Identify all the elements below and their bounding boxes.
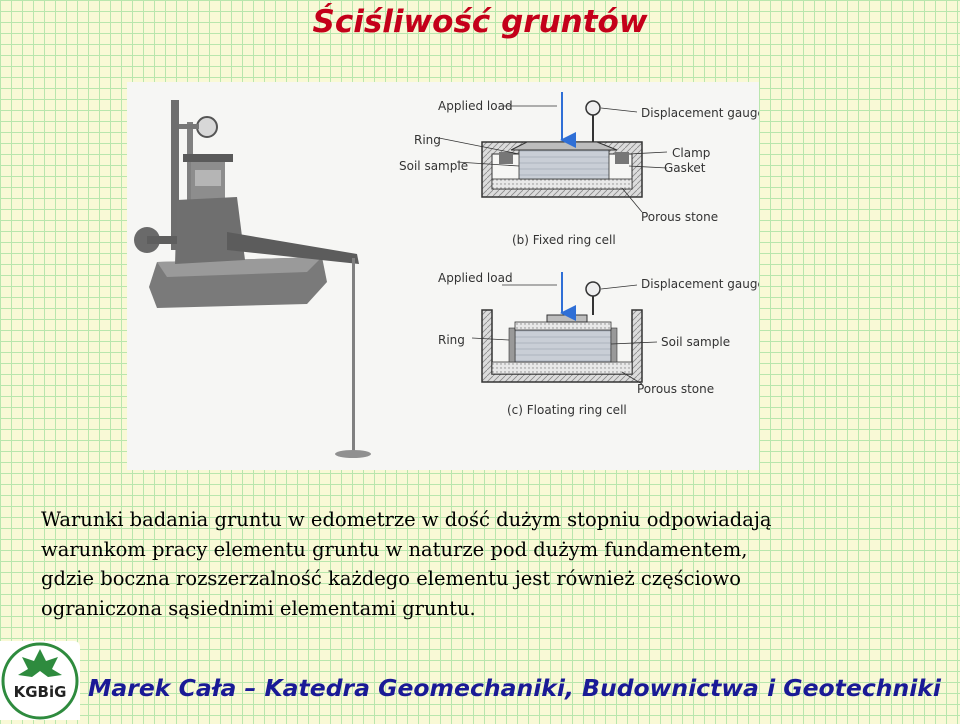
floating-ring-caption: (c) Floating ring cell: [507, 403, 627, 417]
oedometer-photo: [134, 100, 371, 458]
floating-displacement-gauge-label: Displacement gauge: [641, 277, 759, 291]
floating-porous-stone-label: Porous stone: [637, 382, 714, 396]
floating-applied-load-label: Applied load: [438, 271, 513, 285]
fixed-ring-cell-diagram: Applied load Displacement gauge Ring Cla…: [399, 92, 759, 247]
body-paragraph: Warunki badania gruntu w edometrze w doś…: [41, 505, 921, 623]
body-line: ograniczona sąsiednimi elementami gruntu…: [41, 596, 476, 620]
fixed-ring-label: Ring: [414, 133, 441, 147]
oedometer-illustration: Applied load Displacement gauge Ring Cla…: [134, 92, 759, 458]
floating-ring-cell-diagram: Applied load Displacement gauge Ring Soi…: [438, 271, 759, 417]
fixed-ring-caption: (b) Fixed ring cell: [512, 233, 616, 247]
footer-author: Marek Cała – Katedra Geomechaniki, Budow…: [88, 674, 941, 702]
fixed-soil-sample-label: Soil sample: [399, 159, 468, 173]
fixed-displacement-gauge-label: Displacement gauge: [641, 106, 759, 120]
logo-text: KGBiG: [13, 683, 67, 701]
oedometer-figure: Applied load Displacement gauge Ring Cla…: [127, 82, 759, 470]
body-line: gdzie boczna rozszerzalność każdego elem…: [41, 567, 741, 590]
body-line: Warunki badania gruntu w edometrze w doś…: [41, 508, 772, 531]
fixed-applied-load-label: Applied load: [438, 99, 513, 113]
slide-title: Ściśliwość gruntów: [312, 4, 648, 40]
body-line: warunkom pracy elementu gruntu w naturze…: [41, 537, 748, 561]
eagle-emblem-icon: [1, 642, 79, 720]
kgbig-logo: [0, 641, 80, 720]
floating-ring-label: Ring: [438, 333, 465, 347]
floating-soil-sample-label: Soil sample: [661, 335, 730, 349]
fixed-clamp-label: Clamp: [672, 146, 710, 160]
fixed-porous-stone-label: Porous stone: [641, 210, 718, 224]
fixed-gasket-label: Gasket: [664, 161, 706, 175]
